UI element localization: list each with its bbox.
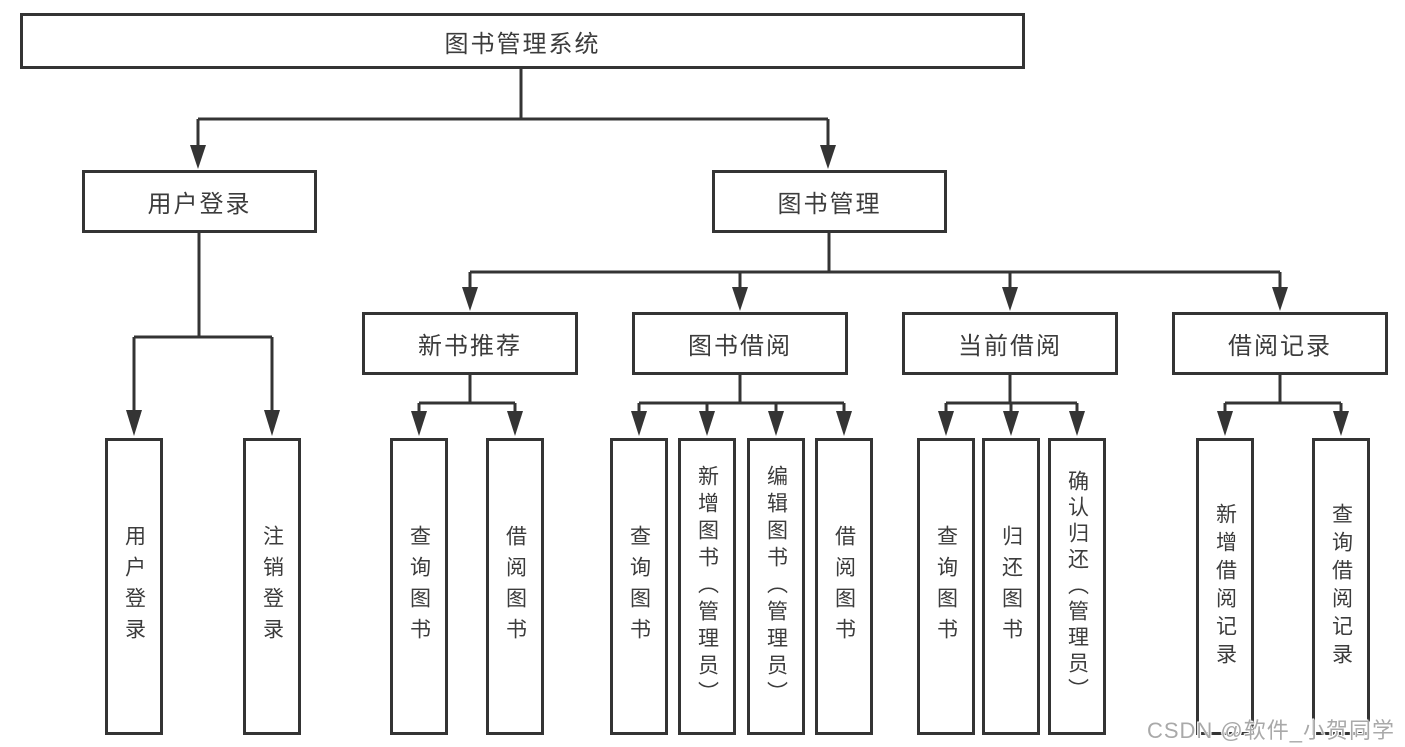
node-root-system: 图书管理系统: [20, 13, 1025, 69]
node-book-management: 图书管理: [712, 170, 947, 233]
leaf-query-books-3: 查询图书: [917, 438, 975, 735]
node-current-borrowing: 当前借阅: [902, 312, 1118, 375]
leaf-confirm-return-admin: 确认归还（管理员）: [1048, 438, 1106, 735]
connector-bookborrow-to-leaves: [631, 375, 852, 436]
connector-userlogin-to-leaves: [126, 233, 280, 436]
leaf-query-books-1: 查询图书: [390, 438, 448, 735]
connector-currentborrow-to-leaves: [938, 375, 1085, 436]
leaf-borrow-books-2: 借阅图书: [815, 438, 873, 735]
connector-bookmgmt-to-level3: [462, 233, 1288, 311]
leaf-add-borrow-record: 新增借阅记录: [1196, 438, 1254, 735]
csdn-watermark: CSDN @软件_小贺同学: [1146, 718, 1395, 743]
leaf-return-books: 归还图书: [982, 438, 1040, 735]
leaf-borrow-books-1: 借阅图书: [486, 438, 544, 735]
node-new-book-recommend: 新书推荐: [362, 312, 578, 375]
connector-root-to-level2: [190, 69, 836, 169]
leaf-user-login: 用户登录: [105, 438, 163, 735]
leaf-logout: 注销登录: [243, 438, 301, 735]
node-user-login: 用户登录: [82, 170, 317, 233]
leaf-edit-books-admin: 编辑图书（管理员）: [747, 438, 805, 735]
node-book-borrowing: 图书借阅: [632, 312, 848, 375]
leaf-query-books-2: 查询图书: [610, 438, 668, 735]
leaf-add-books-admin: 新增图书（管理员）: [678, 438, 736, 735]
node-borrowing-records: 借阅记录: [1172, 312, 1388, 375]
connector-borrowrecords-to-leaves: [1217, 375, 1349, 436]
connector-newbookrec-to-leaves: [411, 375, 523, 436]
leaf-query-borrow-record: 查询借阅记录: [1312, 438, 1370, 735]
